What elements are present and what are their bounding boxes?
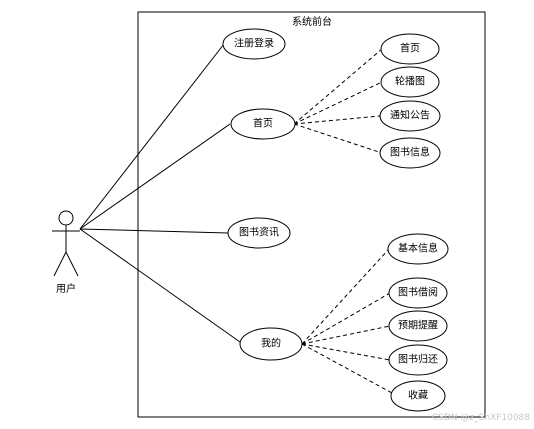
use-case-home-ext-2: 轮播图 bbox=[380, 66, 440, 98]
use-case-mine-label: 我的 bbox=[261, 337, 281, 350]
use-case-home-label: 首页 bbox=[253, 117, 273, 130]
system-title: 系统前台 bbox=[292, 15, 332, 28]
assoc-book-news bbox=[79, 228, 229, 234]
use-case-register-login: 注册登录 bbox=[222, 28, 286, 60]
mine-link-4 bbox=[301, 343, 391, 361]
actor-leg-left bbox=[53, 251, 67, 277]
mine-link-1 bbox=[301, 248, 390, 345]
use-case-mine-ext-5-label: 收藏 bbox=[408, 389, 428, 402]
use-case-mine-ext-3-label: 预期提醒 bbox=[398, 320, 438, 332]
assoc-mine bbox=[79, 228, 241, 343]
assoc-home bbox=[79, 123, 231, 230]
home-link-1 bbox=[293, 48, 383, 125]
use-case-home-ext-3-label: 通知公告 bbox=[390, 109, 430, 122]
use-case-home: 首页 bbox=[230, 108, 296, 140]
home-link-3 bbox=[293, 115, 381, 125]
use-case-register-login-label: 注册登录 bbox=[234, 37, 274, 50]
use-case-home-ext-4-label: 图书信息 bbox=[390, 146, 430, 159]
system-boundary bbox=[137, 11, 486, 418]
use-case-mine-ext-4-label: 图书归还 bbox=[398, 353, 438, 366]
actor-leg-right bbox=[65, 251, 79, 277]
assoc-register-login bbox=[79, 43, 225, 230]
use-case-mine-ext-2-label: 图书借阅 bbox=[398, 286, 438, 299]
use-case-mine-ext-2: 图书借阅 bbox=[388, 277, 448, 309]
use-case-home-ext-4: 图书信息 bbox=[379, 137, 441, 169]
home-links bbox=[293, 48, 383, 154]
mine-link-2 bbox=[301, 292, 391, 345]
use-case-mine-ext-1-label: 基本信息 bbox=[398, 242, 438, 255]
use-case-home-ext-1-label: 首页 bbox=[400, 42, 420, 55]
use-case-mine-ext-4: 图书归还 bbox=[388, 344, 448, 376]
use-case-mine: 我的 bbox=[239, 327, 303, 361]
mine-link-3 bbox=[301, 325, 391, 345]
actor-label: 用户 bbox=[56, 282, 76, 295]
actor-head bbox=[58, 210, 74, 226]
use-case-home-ext-1: 首页 bbox=[380, 33, 440, 65]
use-case-mine-ext-1: 基本信息 bbox=[387, 233, 449, 265]
home-link-4 bbox=[293, 123, 383, 154]
actor-user bbox=[52, 210, 80, 277]
watermark: CSDN @z_ShXF10088 bbox=[432, 413, 530, 423]
use-case-book-news-label: 图书资讯 bbox=[239, 227, 279, 239]
use-case-mine-ext-5: 收藏 bbox=[390, 380, 446, 412]
use-case-home-ext-3: 通知公告 bbox=[379, 100, 441, 132]
mine-links bbox=[301, 248, 393, 394]
home-link-2 bbox=[293, 81, 383, 125]
mine-link-5 bbox=[301, 343, 393, 394]
associations bbox=[79, 43, 241, 343]
use-case-mine-ext-3: 预期提醒 bbox=[388, 310, 448, 342]
use-case-book-news: 图书资讯 bbox=[227, 217, 291, 249]
use-case-home-ext-2-label: 轮播图 bbox=[395, 75, 425, 88]
